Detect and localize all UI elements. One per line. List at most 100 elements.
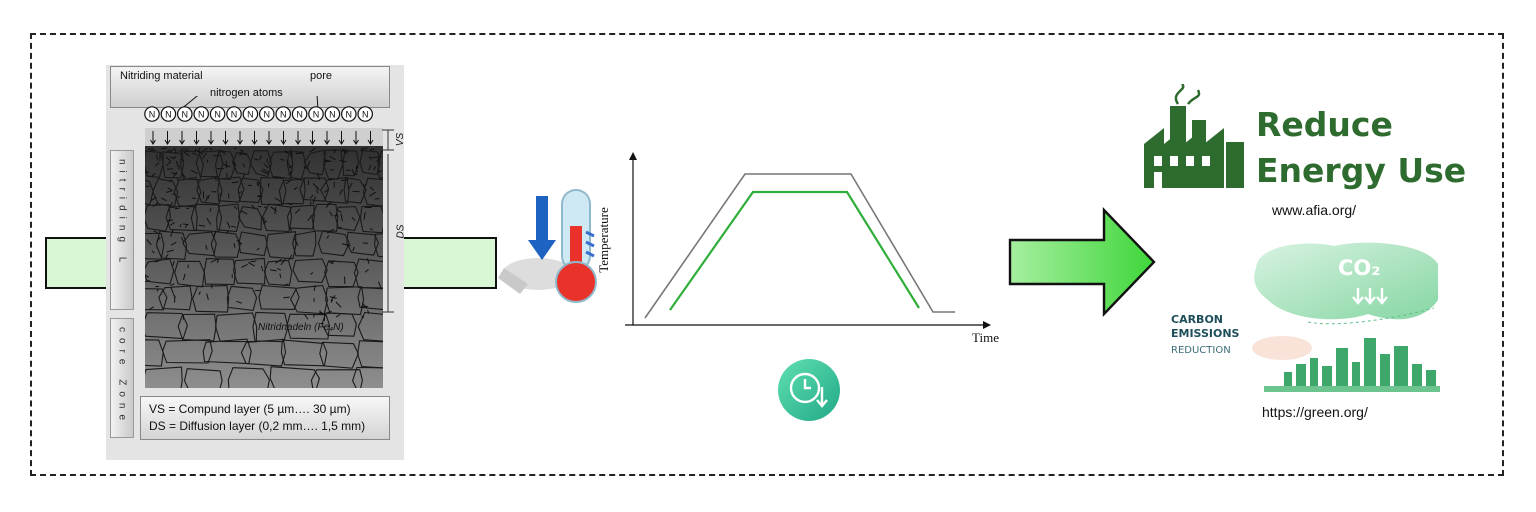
nitride-needle [298,178,302,181]
diffusion-arrow-head [353,139,359,145]
nitride-needle [209,208,212,212]
grain [310,369,363,388]
grain [352,366,383,388]
nitride-needle [339,189,343,196]
nitride-needle [277,268,282,271]
nitride-needle [373,166,376,171]
grain [145,258,175,285]
nitride-needle [335,314,341,318]
grain [196,176,223,205]
grain [155,230,188,260]
nitride-needle [361,147,368,150]
nitride-needle [192,152,198,156]
nitride-needle [251,204,256,210]
nitride-needle [257,205,262,208]
nitride-needle [238,191,243,194]
nitride-needle [165,161,172,167]
green-url: https://green.org/ [1262,404,1368,420]
nitrogen-atom-symbol: N [214,110,221,120]
nitride-needle [181,171,186,179]
nitride-needle [284,151,289,154]
nitride-needle [172,171,178,178]
nitride-needle [351,217,356,221]
nitride-needle [194,148,197,153]
nitride-needle [262,168,270,174]
grain [158,285,193,311]
reduced-profile-line [669,190,920,311]
nitride-needle [150,196,157,202]
grain [269,366,320,388]
grain [152,178,179,208]
nitride-needle [287,202,293,206]
nitride-needle [236,300,242,304]
grain [217,176,245,203]
nitride-needle [361,315,365,318]
nitride-needle [206,217,212,225]
nitride-needle [363,184,367,186]
grain [292,230,317,257]
nitride-needle [242,163,246,168]
nitrogen-atom-symbol: N [182,110,189,120]
nitride-needle [166,249,174,253]
nitride-needle [219,149,226,155]
nitride-needle [352,246,355,252]
nitride-needle [316,189,319,194]
diffusion-arrow-head [280,139,287,145]
grain [249,150,273,178]
nitride-needle [257,182,260,187]
nitride-needle [170,229,174,237]
nitride-needle [329,155,336,161]
diffusion-arrow-head [266,139,272,145]
nitride-needle [161,197,167,202]
nitrogen-atom [308,106,324,122]
nitride-needle [206,293,209,301]
nitride-needle [205,244,208,250]
diffusion-arrow-head [179,139,185,145]
nitride-needle [233,243,236,249]
nitride-needle [170,283,175,287]
grain [317,230,350,257]
nitride-needle [283,296,290,299]
nitrogen-atom [275,106,291,122]
nitrogen-atoms-label: nitrogen atoms [210,87,283,99]
nitride-needle [315,186,320,191]
nitride-needle [307,214,313,222]
nitrogen-atom-symbol: N [165,110,172,120]
nitride-needle [197,149,204,155]
layer-legend: VS = Compund layer (5 µm…. 30 µm) DS = D… [140,396,390,440]
nitrogen-atom [193,106,209,122]
grain [373,233,383,258]
nitride-needle [367,309,370,314]
grain [359,205,383,234]
nitride-needle [368,164,372,171]
nitride-needle [313,284,316,291]
nitrogen-atom [242,106,259,122]
grain [237,177,264,203]
chart-x-axis-label: Time [972,330,999,345]
nitride-needle [247,261,255,267]
nitride-needle [176,196,181,198]
nitrogen-atom-symbol: N [149,110,156,120]
nitride-needle [280,258,286,266]
reduce-heading-line2: Energy Use [1256,151,1467,190]
grain [362,177,383,207]
diffusion-arrow-head [309,139,316,145]
nitride-needle [368,191,377,197]
diffusion-arrow-head [338,139,345,145]
nitride-needle [182,273,186,281]
nitride-needle [327,228,334,234]
nitrogen-atom [357,106,373,122]
grain [377,150,383,179]
diffusion-arrow-head [222,139,229,145]
chart-y-axis-label: Temperature [596,207,611,273]
carbon-label-line3: REDUCTION [1171,345,1231,356]
nitride-needle [263,206,268,209]
nitride-needle [312,196,316,204]
nitride-needle [378,281,382,289]
nitrogen-atom-symbol: N [247,110,254,120]
nitride-needle [153,230,158,233]
nitrogen-atom [209,106,226,122]
grain [346,231,380,256]
grain [292,258,328,283]
diagram-frame [30,33,1504,476]
